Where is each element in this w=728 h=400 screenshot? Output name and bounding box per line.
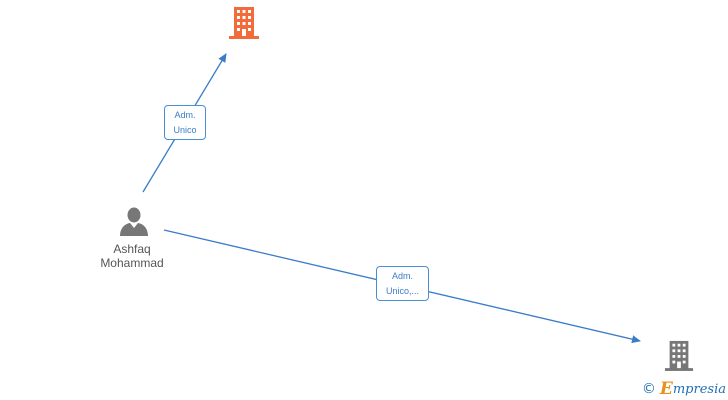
company-node-top[interactable]	[228, 5, 260, 39]
copyright-symbol: ©	[641, 381, 656, 397]
edge-label-line1: Adm.	[174, 110, 196, 120]
edge-label-role-bottom[interactable]: Adm. Unico,...	[376, 266, 429, 301]
brand-logo-text: mpresia	[672, 381, 726, 397]
person-name-label[interactable]: Ashfaq Mohammad	[77, 242, 187, 270]
person-name-first: Ashfaq	[113, 242, 151, 256]
edge-label-line2: Unico	[173, 125, 197, 135]
person-name-last: Mohammad	[100, 256, 164, 270]
building-icon	[664, 340, 694, 371]
building-icon	[229, 7, 259, 39]
edge-label-role-top[interactable]: Adm. Unico	[164, 105, 206, 140]
brand-logo-initial: E	[659, 379, 673, 399]
company-node-bottom[interactable]	[664, 338, 694, 372]
person-node[interactable]	[118, 205, 150, 237]
person-icon	[120, 207, 148, 236]
empresia-watermark: © E mpresia	[641, 379, 726, 399]
edge-label-line2: Unico,...	[385, 286, 419, 296]
edge-label-line1: Adm.	[391, 271, 413, 281]
